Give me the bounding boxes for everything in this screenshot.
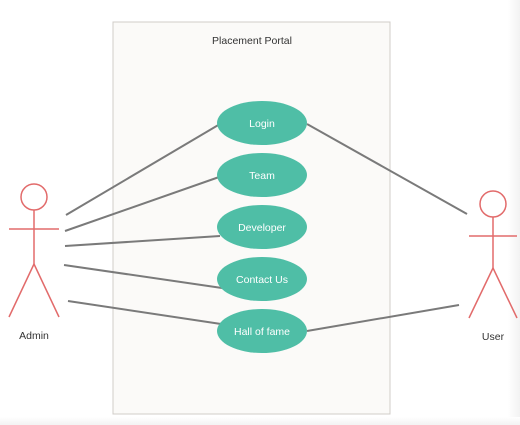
actor-right-leg — [33, 263, 60, 318]
actor-left-leg — [8, 263, 35, 318]
use-case-developer[interactable]: Developer — [217, 205, 307, 249]
use-case-ellipse — [217, 205, 307, 249]
use-case-team[interactable]: Team — [217, 153, 307, 197]
use-case-contact-us[interactable]: Contact Us — [217, 257, 307, 301]
use-case-hall-of-fame[interactable]: Hall of fame — [217, 309, 307, 353]
actor-right-leg — [492, 267, 518, 319]
system-title: Placement Portal — [212, 35, 292, 47]
right-edge-shadow — [508, 0, 520, 425]
use-case-ellipse — [217, 101, 307, 145]
use-case-ellipse — [217, 153, 307, 197]
use-case-label: Developer — [238, 222, 286, 234]
use-case-ellipse — [217, 257, 307, 301]
use-case-label: Contact Us — [236, 274, 288, 286]
actor-left-leg — [468, 267, 494, 319]
associations — [63, 123, 468, 332]
actor-admin[interactable] — [8, 183, 60, 318]
actor-head — [479, 190, 507, 218]
association-admin-team — [64, 175, 223, 232]
use-case-label: Team — [249, 170, 275, 182]
bottom-edge-shadow — [0, 417, 520, 425]
association-admin-hall — [67, 300, 222, 325]
use-case-label: Hall of fame — [234, 326, 290, 338]
association-admin-login — [65, 123, 221, 216]
association-user-login — [306, 123, 468, 215]
use-case-ellipse — [217, 309, 307, 353]
association-admin-developer — [64, 235, 221, 247]
use-case-label: Login — [249, 118, 275, 130]
actor-admin-label: Admin — [19, 330, 49, 342]
association-admin-contact — [63, 264, 223, 289]
actor-user-label: User — [482, 331, 505, 343]
actor-head — [20, 183, 48, 211]
actor-user[interactable] — [468, 190, 518, 319]
use-case-login[interactable]: Login — [217, 101, 307, 145]
association-user-hall — [306, 304, 460, 332]
